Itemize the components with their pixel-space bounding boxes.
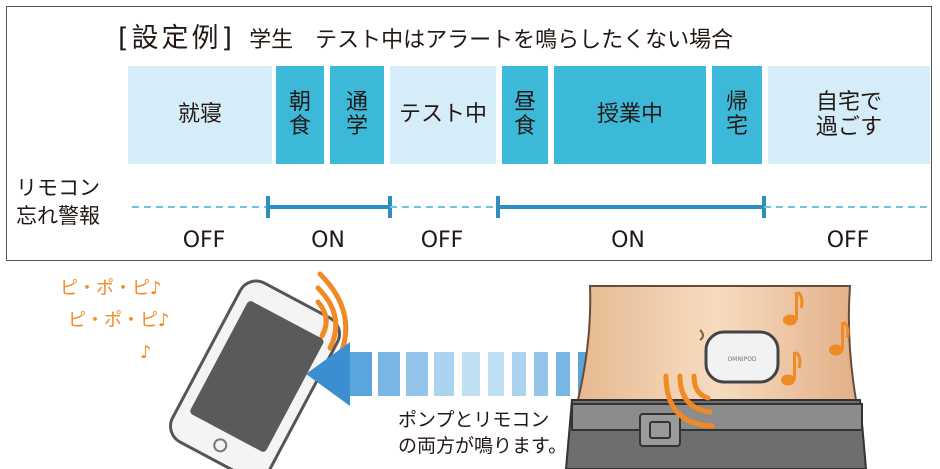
- vertical-char: 昼: [513, 89, 536, 115]
- caption-line2: の両方が鳴ります。: [398, 434, 568, 457]
- vertical-char: 朝: [288, 89, 311, 115]
- chime-text-1: ピ・ポ・ピ♪: [60, 278, 162, 299]
- segment-breakfast: 朝食: [276, 66, 324, 164]
- vertical-char: 通: [345, 89, 368, 115]
- segment-breakfast-label: 朝食: [288, 89, 311, 139]
- caption-line1: ポンプとリモコン: [398, 409, 550, 431]
- chime-text-2: ピ・ポ・ピ♪: [68, 310, 170, 331]
- caption: ポンプとリモコン の両方が鳴ります。: [398, 408, 567, 459]
- vertical-char: 食: [288, 114, 311, 139]
- title-text: 学生 テスト中はアラートを鳴らしたくない場合: [249, 28, 734, 53]
- remote-phone-illustration: [169, 279, 341, 469]
- state-off-3: OFF: [826, 228, 870, 253]
- segment-sleep: 就寝: [128, 66, 272, 164]
- chime-note: ♪: [140, 342, 152, 363]
- segment-at-home-line1: 自宅で: [815, 89, 882, 115]
- segment-test: テスト中: [390, 66, 496, 164]
- segment-commute-label: 通学: [345, 89, 368, 139]
- alarm-timeline: [132, 196, 928, 218]
- remote-alarm-line1: リモコン: [16, 176, 100, 200]
- segment-class-label: 授業中: [596, 102, 663, 128]
- segment-lunch: 昼食: [502, 66, 548, 164]
- state-on-1: ON: [311, 228, 345, 253]
- title-bracket: [設定例]: [118, 23, 236, 54]
- segment-sleep-label: 就寝: [177, 102, 222, 128]
- remote-alarm-label: リモコン 忘れ警報: [16, 174, 100, 231]
- segment-at-home-line2: 過ごす: [815, 115, 883, 140]
- vertical-char: 学: [345, 114, 368, 139]
- vertical-char: 帰: [725, 89, 748, 115]
- segment-lunch-label: 昼食: [513, 89, 536, 139]
- segment-commute: 通学: [330, 66, 384, 164]
- vertical-char: 宅: [725, 114, 748, 139]
- segment-return-home-label: 帰宅: [725, 89, 748, 139]
- remote-alarm-line2: 忘れ警報: [16, 204, 100, 229]
- music-notes: [781, 290, 850, 386]
- example-title: [設定例] 学生 テスト中はアラートを鳴らしたくない場合: [118, 16, 733, 55]
- segment-test-label: テスト中: [398, 102, 487, 128]
- pump-device-illustration: OMNIPOD: [704, 330, 780, 384]
- pump-brand-text: OMNIPOD: [727, 356, 756, 363]
- state-on-2: ON: [611, 228, 645, 253]
- segment-return-home: 帰宅: [712, 66, 762, 164]
- vertical-char: 食: [513, 114, 536, 139]
- pump-sound-waves: [663, 373, 715, 429]
- segment-at-home: 自宅で 過ごす: [768, 66, 930, 164]
- segment-class: 授業中: [554, 66, 706, 164]
- segment-at-home-label: 自宅で 過ごす: [816, 90, 882, 141]
- state-off-2: OFF: [420, 228, 464, 253]
- state-off-1: OFF: [182, 228, 226, 253]
